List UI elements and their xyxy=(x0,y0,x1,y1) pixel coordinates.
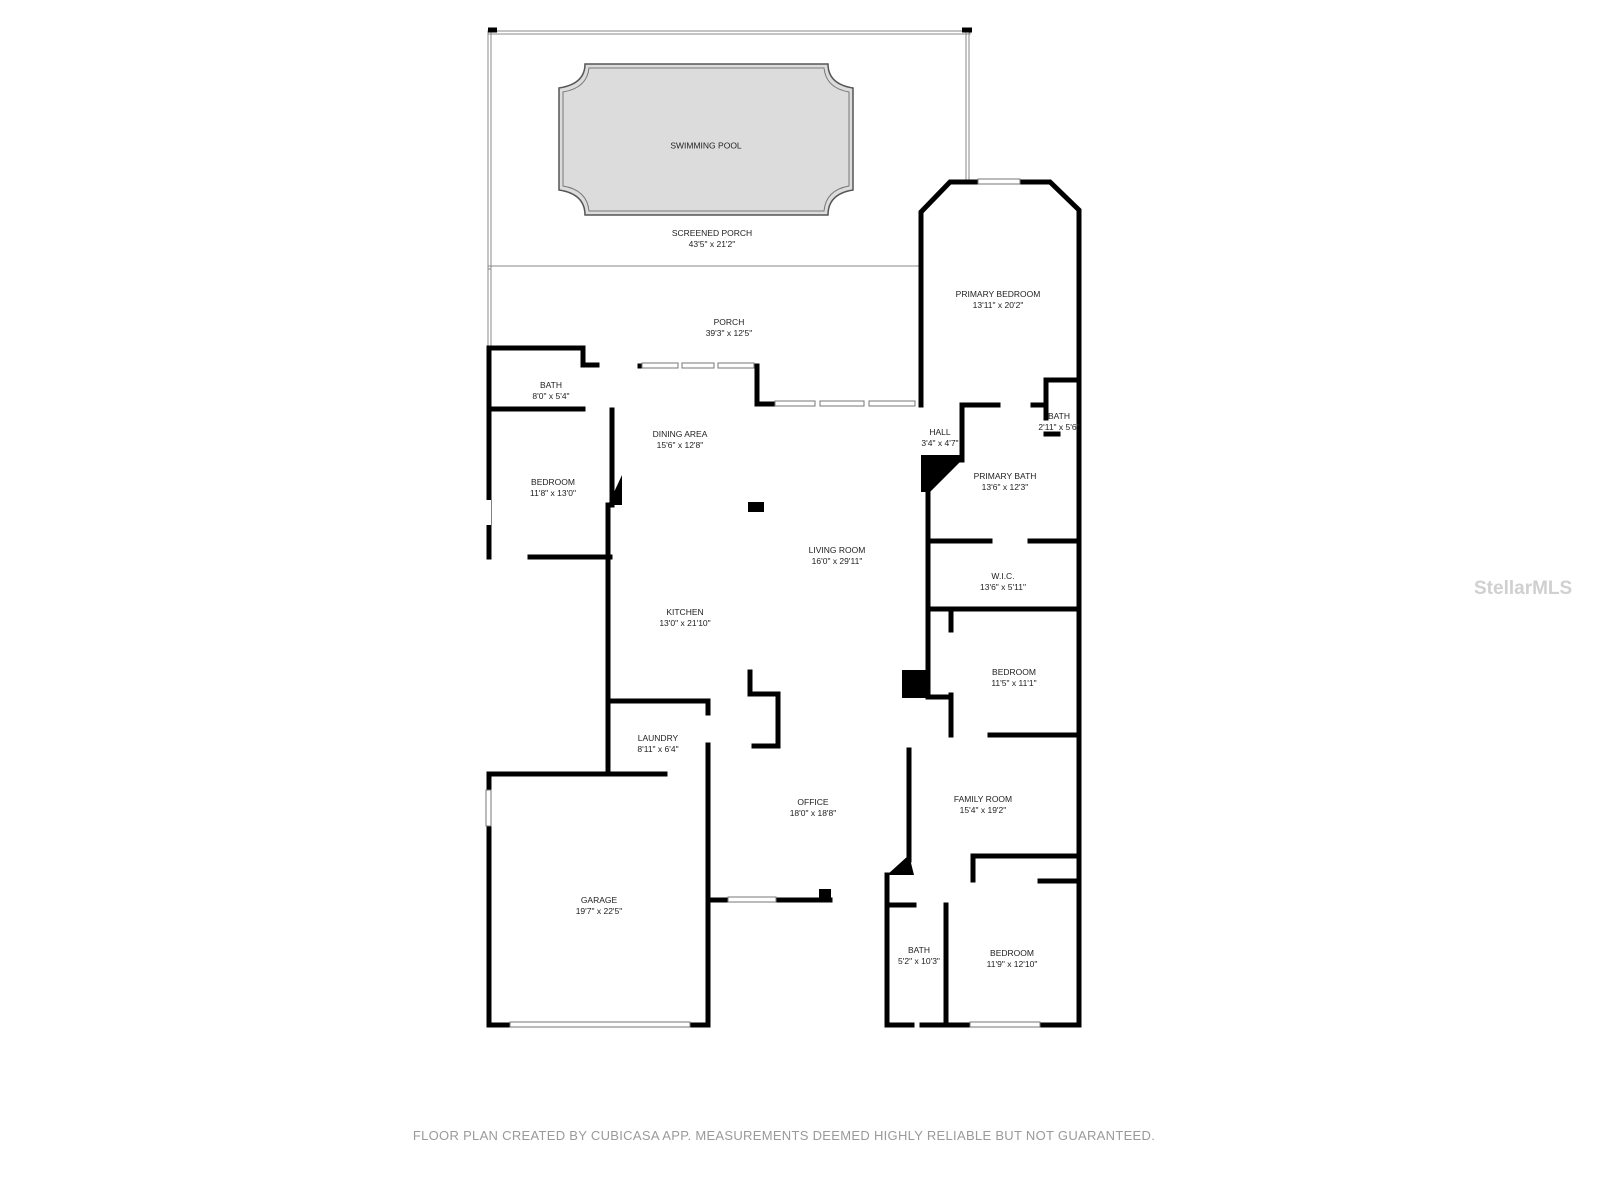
room-size: 8'0" x 5'4" xyxy=(532,391,570,401)
room-size: 5'2" x 10'3" xyxy=(898,956,940,966)
windows xyxy=(485,178,1041,1028)
room-name: BEDROOM xyxy=(531,477,575,487)
room-size: 13'0" x 21'10" xyxy=(659,618,711,628)
room-wic: W.I.C.13'6" x 5'11" xyxy=(980,571,1026,593)
room-size: 15'6" x 12'8" xyxy=(656,440,704,450)
room-size: 13'6" x 12'3" xyxy=(981,482,1029,492)
swimming-pool-shape xyxy=(558,63,854,216)
room-name: BATH xyxy=(539,380,563,390)
room-name: W.I.C. xyxy=(991,571,1015,581)
room-name: KITCHEN xyxy=(666,607,704,617)
room-size: 13'11" x 20'2" xyxy=(972,300,1024,310)
room-size: 2'11" x 5'6" xyxy=(1038,422,1080,432)
room-size: 43'5" x 21'2" xyxy=(688,239,736,249)
room-name: GARAGE xyxy=(580,895,618,905)
room-name: BEDROOM xyxy=(992,667,1036,677)
room-name: BEDROOM xyxy=(990,948,1034,958)
room-name: SCREENED PORCH xyxy=(671,228,753,238)
room-size: 19'7" x 22'5" xyxy=(575,906,623,916)
room-name: BATH xyxy=(1047,411,1071,421)
room-size: 8'11" x 6'4" xyxy=(637,744,679,754)
room-size: 11'5" x 11'1" xyxy=(991,678,1037,688)
room-name: PORCH xyxy=(713,317,745,327)
room-size: 15'4" x 19'2" xyxy=(959,805,1007,815)
room-name: HALL xyxy=(929,427,951,437)
room-size: 16'0" x 29'11" xyxy=(811,556,863,566)
room-size: 18'0" x 18'8" xyxy=(789,808,837,818)
wall-blocks xyxy=(608,455,962,901)
walls xyxy=(486,179,1082,1028)
room-size: 11'9" x 12'10" xyxy=(986,959,1038,969)
room-size: 3'4" x 4'7" xyxy=(921,438,959,448)
room-size: 39'3" x 12'5" xyxy=(705,328,753,338)
room-name: LIVING ROOM xyxy=(808,545,866,555)
room-name: DINING AREA xyxy=(652,429,708,439)
room-size: 11'8" x 13'0" xyxy=(530,488,576,498)
watermark: StellarMLS xyxy=(1474,578,1573,599)
room-name: FAMILY ROOM xyxy=(953,794,1013,804)
room-swimming-pool: SWIMMING POOL xyxy=(670,141,741,152)
footer-disclaimer: FLOOR PLAN CREATED BY CUBICASA APP. MEAS… xyxy=(412,1128,1156,1143)
room-name: SWIMMING POOL xyxy=(670,140,742,151)
room-name: PRIMARY BEDROOM xyxy=(955,289,1041,299)
room-size: 13'6" x 5'11" xyxy=(980,582,1026,592)
room-name: BATH xyxy=(907,945,931,955)
room-name: PRIMARY BATH xyxy=(973,471,1037,481)
room-name: OFFICE xyxy=(797,797,829,807)
room-name: LAUNDRY xyxy=(637,733,679,743)
